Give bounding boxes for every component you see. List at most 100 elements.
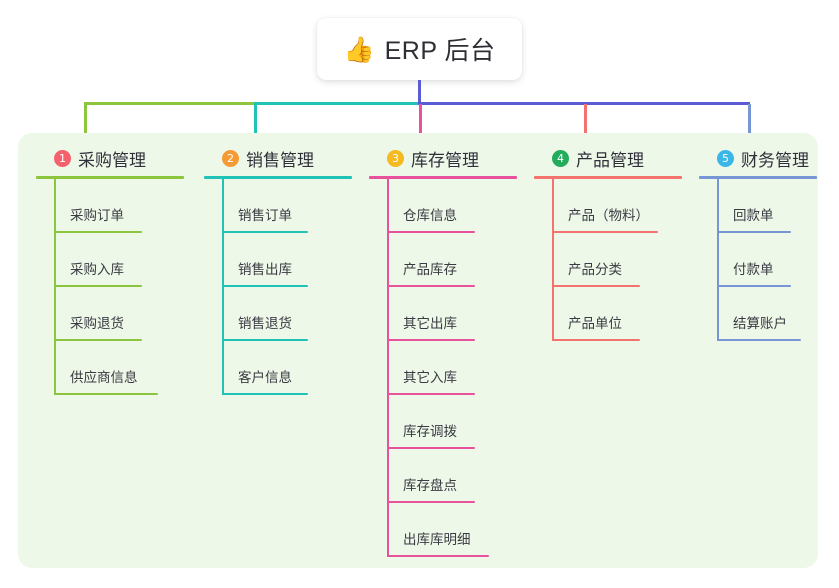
branch-column-4: 4 产品管理产品（物料） 产品分类产品单位 xyxy=(534,146,682,341)
branch-item[interactable]: 仓库信息 xyxy=(387,179,517,233)
branch-items: 销售订单销售出库销售退货客户信息 xyxy=(204,179,352,395)
branch-title: 财务管理 xyxy=(741,150,809,170)
branch-item[interactable]: 采购退货 xyxy=(54,287,184,341)
branch-item[interactable]: 产品单位 xyxy=(552,287,682,341)
branch-item-label: 产品库存 xyxy=(403,262,457,277)
branch-item-rule xyxy=(387,231,475,233)
branch-column-1: 1 采购管理采购订单采购入库采购退货供应商信息 xyxy=(36,146,184,395)
branch-spine xyxy=(717,179,719,341)
bus-teal xyxy=(254,102,420,105)
branch-spine xyxy=(387,179,389,557)
branch-item-rule xyxy=(717,339,801,341)
branch-header-rule xyxy=(699,176,817,179)
branch-item-rule xyxy=(717,285,791,287)
branch-item-label: 结算账户 xyxy=(733,316,787,331)
branch-item[interactable]: 其它入库 xyxy=(387,341,517,395)
branch-item-label: 付款单 xyxy=(733,262,774,277)
branch-spine xyxy=(54,179,56,395)
bus-left-green xyxy=(84,102,256,105)
branch-spine xyxy=(222,179,224,395)
branch-item-label: 其它入库 xyxy=(403,370,457,385)
branch-item[interactable]: 销售出库 xyxy=(222,233,352,287)
branch-item[interactable]: 产品（物料） xyxy=(552,179,682,233)
branch-item[interactable]: 产品分类 xyxy=(552,233,682,287)
branch-items: 回款单付款单结算账户 xyxy=(699,179,817,341)
branch-header-2[interactable]: 2 销售管理 xyxy=(204,146,352,170)
root-stem-connector xyxy=(418,80,421,104)
branch-item[interactable]: 付款单 xyxy=(717,233,817,287)
branch-number-badge: 4 xyxy=(552,149,569,167)
branch-item-label: 供应商信息 xyxy=(70,370,138,385)
branch-item-label: 产品（物料） xyxy=(568,208,649,223)
bus-right-indigo xyxy=(418,102,750,105)
branch-item-label: 其它出库 xyxy=(403,316,457,331)
branch-item[interactable]: 出库库明细 xyxy=(387,503,517,557)
branch-title: 采购管理 xyxy=(78,150,146,170)
branch-item-rule xyxy=(552,339,640,341)
branch-header-rule xyxy=(204,176,352,179)
branch-item[interactable]: 客户信息 xyxy=(222,341,352,395)
drop-product xyxy=(584,104,587,142)
branch-item[interactable]: 供应商信息 xyxy=(54,341,184,395)
branch-items: 产品（物料） 产品分类产品单位 xyxy=(534,179,682,341)
branch-item-label: 销售退货 xyxy=(238,316,292,331)
branch-item-label: 采购入库 xyxy=(70,262,124,277)
branch-column-2: 2 销售管理销售订单销售出库销售退货客户信息 xyxy=(204,146,352,395)
branch-item-label: 销售出库 xyxy=(238,262,292,277)
branch-number-badge: 1 xyxy=(54,149,71,167)
branch-header-rule xyxy=(369,176,517,179)
branch-item-rule xyxy=(387,393,475,395)
branch-item-rule xyxy=(552,285,640,287)
branch-column-5: 5 财务管理回款单付款单结算账户 xyxy=(699,146,817,341)
branch-item-label: 客户信息 xyxy=(238,370,292,385)
branch-item-rule xyxy=(552,231,658,233)
branch-title: 产品管理 xyxy=(576,150,644,170)
branch-item-label: 采购退货 xyxy=(70,316,124,331)
branch-item-rule xyxy=(387,447,475,449)
branch-item-rule xyxy=(222,285,308,287)
branch-item-label: 仓库信息 xyxy=(403,208,457,223)
drop-finance xyxy=(748,104,751,142)
branch-item[interactable]: 销售订单 xyxy=(222,179,352,233)
branch-item-label: 出库库明细 xyxy=(403,532,471,547)
branch-item[interactable]: 库存盘点 xyxy=(387,449,517,503)
branch-items: 仓库信息产品库存其它出库其它入库库存调拨库存盘点出库库明细 xyxy=(369,179,517,557)
branch-items: 采购订单采购入库采购退货供应商信息 xyxy=(36,179,184,395)
branch-item-rule xyxy=(54,339,142,341)
branch-header-rule xyxy=(534,176,682,179)
branch-item-rule xyxy=(54,231,142,233)
branch-header-4[interactable]: 4 产品管理 xyxy=(534,146,682,170)
thumbs-up-icon: 👍 xyxy=(343,34,375,64)
branch-item-rule xyxy=(387,555,489,557)
branch-item-label: 采购订单 xyxy=(70,208,124,223)
drop-sales xyxy=(254,104,257,142)
branch-item-label: 库存调拨 xyxy=(403,424,457,439)
branch-item[interactable]: 结算账户 xyxy=(717,287,817,341)
branch-item[interactable]: 产品库存 xyxy=(387,233,517,287)
root-node-title: ERP 后台 xyxy=(384,37,496,65)
branch-item[interactable]: 销售退货 xyxy=(222,287,352,341)
branch-item-rule xyxy=(387,339,475,341)
branch-item-rule xyxy=(54,285,142,287)
branch-item-rule xyxy=(54,393,158,395)
branch-item-rule xyxy=(387,501,475,503)
branch-item-label: 产品单位 xyxy=(568,316,622,331)
branch-item-label: 销售订单 xyxy=(238,208,292,223)
branch-header-1[interactable]: 1 采购管理 xyxy=(36,146,184,170)
branch-title: 销售管理 xyxy=(246,150,314,170)
branch-spine xyxy=(552,179,554,341)
branch-header-5[interactable]: 5 财务管理 xyxy=(699,146,817,170)
branch-number-badge: 5 xyxy=(717,149,734,167)
root-node[interactable]: 👍 ERP 后台 xyxy=(317,18,522,80)
branch-item-rule xyxy=(222,231,308,233)
branch-item[interactable]: 采购入库 xyxy=(54,233,184,287)
branch-number-badge: 2 xyxy=(222,149,239,167)
drop-inventory xyxy=(419,104,422,142)
branch-item[interactable]: 库存调拨 xyxy=(387,395,517,449)
branch-item[interactable]: 采购订单 xyxy=(54,179,184,233)
branch-item[interactable]: 其它出库 xyxy=(387,287,517,341)
branch-item-rule xyxy=(717,231,791,233)
branch-item[interactable]: 回款单 xyxy=(717,179,817,233)
